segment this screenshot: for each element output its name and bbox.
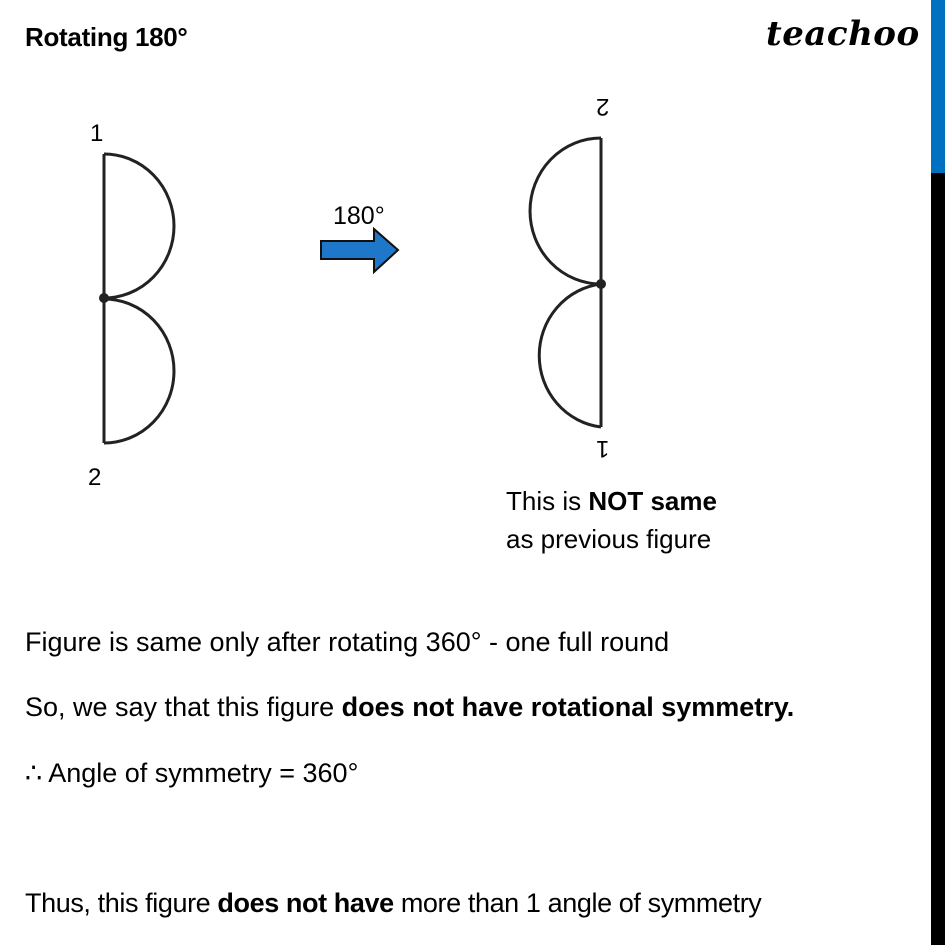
rotated-bottom-label: 1 [596,435,610,462]
original-top-label: 1 [90,120,104,147]
rotated-figure-center-dot [596,279,606,289]
conclusion-line: Thus, this figure does not have more tha… [25,888,762,919]
angle-of-symmetry-line: ∴ Angle of symmetry = 360° [25,758,359,788]
teachoo-logo: teachoo [766,14,920,54]
rotated-figure-top-semicircle [528,136,602,286]
rotated-figure [528,136,606,429]
slide-title: Rotating 180° [25,22,188,52]
rotation-angle-label: 180° [333,202,385,230]
right-arrow-icon [320,226,400,275]
explanation-line-2: So, we say that this figure does not hav… [25,692,794,723]
original-figure-top-semicircle [103,152,176,300]
explanation-line-1: Figure is same only after rotating 360° … [25,627,670,657]
line4-suffix: more than 1 angle of symmetry [393,888,762,918]
rotated-figure-bottom-semicircle [537,282,602,429]
line2-prefix: So, we say that this figure [25,692,342,722]
rotated-bottom-label-wrap: 1 [596,434,609,462]
original-figure-center-dot [99,293,109,303]
side-accent-bar-black [931,173,945,945]
original-figure-bottom-semicircle [103,297,176,445]
original-bottom-label: 2 [88,464,102,491]
comparison-note-line2: as previous figure [506,524,712,554]
rotated-top-label-wrap: 2 [596,92,609,120]
side-accent-bar-blue [931,0,945,173]
note-prefix: This is [506,486,589,516]
rotated-top-label: 2 [596,93,610,120]
note-bold: NOT same [588,486,717,516]
line4-bold: does not have [217,888,394,918]
line2-bold: does not have rotational symmetry. [341,692,795,722]
line4-prefix: Thus, this figure [25,888,218,918]
comparison-note: This is NOT same as previous figure [506,482,717,558]
original-figure [99,152,176,445]
comparison-note-line1: This is NOT same [506,482,717,520]
